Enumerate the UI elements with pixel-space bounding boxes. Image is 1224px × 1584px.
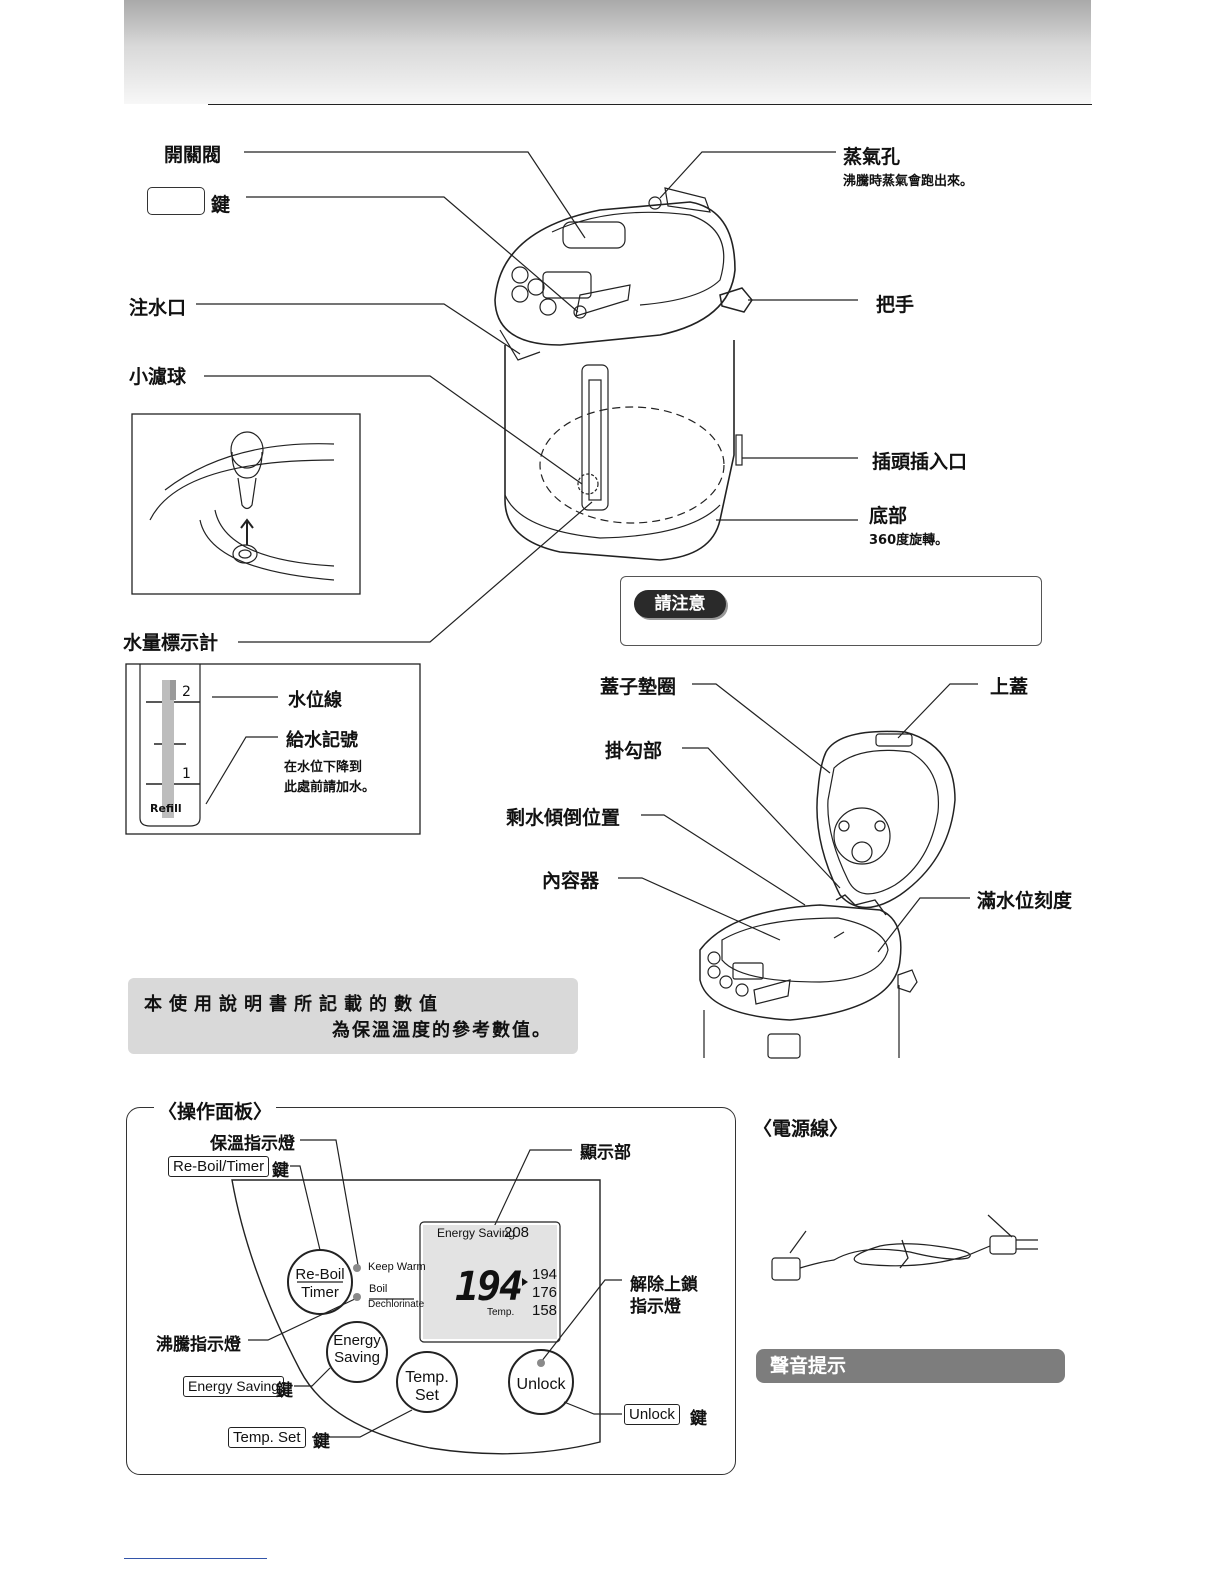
label-boil-lamp: 沸騰指示燈	[156, 1335, 241, 1355]
footer-rule	[124, 1558, 267, 1559]
leader-key	[246, 196, 579, 313]
lcd-temp-label: Temp.	[487, 1307, 515, 1318]
leader-pour	[641, 814, 806, 906]
indicator-dechlorinate: Dechlorinate	[368, 1299, 425, 1310]
gauge-mark-1: 1	[182, 766, 191, 782]
leader-steam-vent	[659, 151, 836, 199]
key-suffix-energy: 鍵	[276, 1381, 293, 1401]
lcd-176: 176	[532, 1284, 558, 1301]
key-suffix-reboil: 鍵	[272, 1161, 289, 1181]
indicator-keep-warm: Keep Warm	[368, 1261, 426, 1273]
notice-line-2: 為保溫溫度的參考數值。	[332, 1020, 552, 1041]
sound-notice-bar: 聲音提示	[756, 1349, 1065, 1383]
label-lid-gasket: 蓋子墊圈	[600, 676, 677, 698]
label-inner-container: 內容器	[542, 870, 600, 892]
key-box-blank	[147, 187, 205, 215]
label-keep-warm-lamp: 保溫指示燈	[210, 1134, 295, 1154]
leader-hook	[682, 747, 841, 889]
key-reboil-timer: Re-Boil/Timer	[168, 1156, 270, 1177]
panel-frame	[126, 1107, 736, 1475]
cord-title: 〈電源線〉	[753, 1114, 848, 1141]
leader-full-level	[877, 897, 970, 953]
gauge-mark-2: 2	[182, 684, 191, 700]
boil-lamp	[353, 1293, 361, 1301]
button-energy-label-2: Saving	[334, 1349, 380, 1366]
panel-title-open: 〈	[158, 1101, 178, 1123]
button-reboil-label-1: Re-Boil	[295, 1266, 345, 1283]
cord-title-close: 〉	[829, 1118, 849, 1140]
button-temp-label-2: Set	[414, 1387, 439, 1404]
lcd-temperature-value: 194	[455, 1264, 523, 1310]
lcd-208: 208	[504, 1224, 530, 1241]
lcd-158: 158	[532, 1302, 558, 1319]
label-filter: 小濾球	[129, 366, 187, 388]
leader-switch-valve	[244, 151, 586, 239]
leader-top-lid	[897, 683, 978, 739]
note-refill-2: 此處前請加水。	[284, 780, 376, 795]
button-energy-label-1: Energy	[333, 1332, 381, 1349]
label-water-level-line: 水位線	[288, 690, 342, 711]
label-full-level: 滿水位刻度	[977, 890, 1073, 912]
label-water-gauge: 水量標示計	[123, 632, 219, 654]
label-key: 鍵	[211, 194, 231, 216]
gauge-refill: Refill	[150, 802, 182, 815]
note-steam-vent: 沸騰時蒸氣會跑出來。	[843, 174, 974, 189]
key-temp-set: Temp. Set	[228, 1427, 306, 1448]
key-suffix-unlock: 鍵	[690, 1409, 707, 1429]
lcd-energy-saving: Energy Saving	[437, 1226, 516, 1240]
panel-title: 〈操作面板〉	[154, 1097, 277, 1124]
button-reboil-label-2: Timer	[301, 1284, 339, 1301]
label-base: 底部	[869, 505, 908, 527]
button-temp-label-1: Temp.	[405, 1369, 449, 1386]
leader-spout	[196, 303, 521, 355]
label-plug-socket: 插頭插入口	[872, 451, 968, 473]
label-refill-mark: 給水記號	[286, 730, 358, 751]
key-suffix-temp: 鍵	[313, 1432, 330, 1452]
label-unlock-lamp-1: 解除上鎖	[630, 1275, 698, 1295]
leader-gasket	[692, 683, 831, 774]
header-band	[124, 0, 1091, 104]
key-energy-saving: Energy Saving	[183, 1376, 285, 1397]
unlock-lamp	[537, 1359, 545, 1367]
indicator-boil: Boil	[369, 1283, 388, 1295]
keep-warm-lamp	[353, 1264, 361, 1272]
label-display: 顯示部	[580, 1143, 631, 1163]
label-switch-valve: 開關閥	[164, 144, 222, 166]
lcd-194: 194	[532, 1266, 558, 1283]
panel-title-text: 操作面板	[177, 1101, 254, 1123]
attention-pill: 請注意	[634, 590, 726, 618]
leader-inner	[618, 877, 781, 941]
gauge-water-fill	[162, 680, 174, 818]
note-base: 360度旋轉。	[869, 533, 949, 548]
header-rule	[208, 104, 1092, 105]
notice-line-1: 本使用說明書所記載的數值	[144, 994, 444, 1015]
label-pour-position: 剩水傾倒位置	[506, 807, 621, 829]
label-hook: 掛勾部	[605, 740, 663, 762]
button-unlock-label: Unlock	[516, 1376, 566, 1393]
label-unlock-lamp-2: 指示燈	[630, 1297, 681, 1317]
label-top-lid: 上蓋	[990, 676, 1029, 698]
key-unlock: Unlock	[624, 1404, 680, 1425]
leader-filter	[204, 375, 583, 485]
note-refill-1: 在水位下降到	[284, 760, 363, 775]
label-handle: 把手	[876, 294, 915, 316]
label-steam-vent: 蒸氣孔	[843, 146, 901, 168]
cord-title-text: 電源線	[772, 1118, 830, 1140]
notice-box: 本使用說明書所記載的數值 為保溫溫度的參考數值。	[128, 978, 578, 1054]
label-spout: 注水口	[129, 297, 187, 319]
cord-title-open: 〈	[753, 1118, 773, 1140]
leader-gauge	[238, 501, 593, 643]
panel-title-close: 〉	[253, 1101, 273, 1123]
